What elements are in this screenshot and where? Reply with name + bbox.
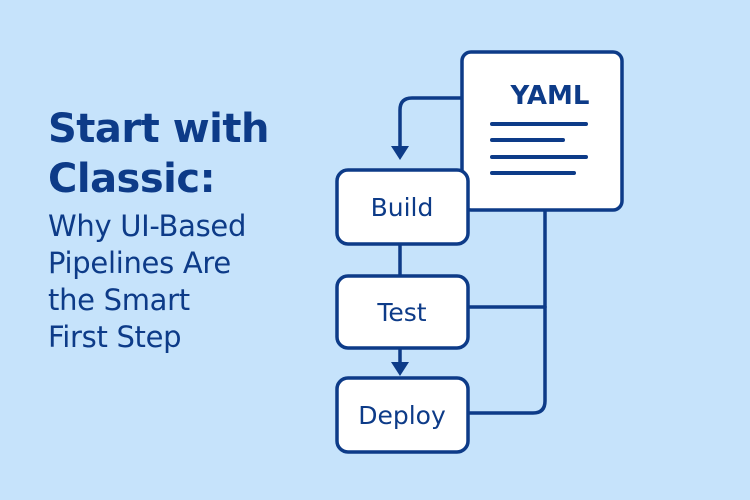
subtitle-line-3: the Smart xyxy=(48,283,190,317)
deploy-node: Deploy xyxy=(335,376,470,454)
yaml-card xyxy=(460,50,624,212)
deploy-label: Deploy xyxy=(358,401,446,430)
test-node: Test xyxy=(335,274,470,350)
title-line-2: Classic: xyxy=(48,156,216,202)
subtitle-line-2: Pipelines Are xyxy=(48,246,231,280)
deploy-box xyxy=(335,376,470,454)
test-box xyxy=(335,274,470,350)
yaml-to-build-connector xyxy=(398,96,464,150)
yaml-document: YAML xyxy=(460,50,624,212)
build-box xyxy=(335,168,470,246)
test-label: Test xyxy=(376,298,426,327)
subtitle-line-4: First Step xyxy=(48,320,182,354)
build-label: Build xyxy=(371,193,434,222)
headline: Start with Classic: Why UI-Based Pipelin… xyxy=(48,104,348,356)
yaml-label: YAML xyxy=(510,81,590,111)
title-line-1: Start with xyxy=(48,106,269,152)
deploy-arrowhead xyxy=(391,362,409,376)
build-arrowhead xyxy=(391,146,409,160)
build-node: Build xyxy=(335,168,470,246)
subtitle-line-1: Why UI-Based xyxy=(48,209,247,243)
yaml-feedback-connector xyxy=(466,208,547,415)
